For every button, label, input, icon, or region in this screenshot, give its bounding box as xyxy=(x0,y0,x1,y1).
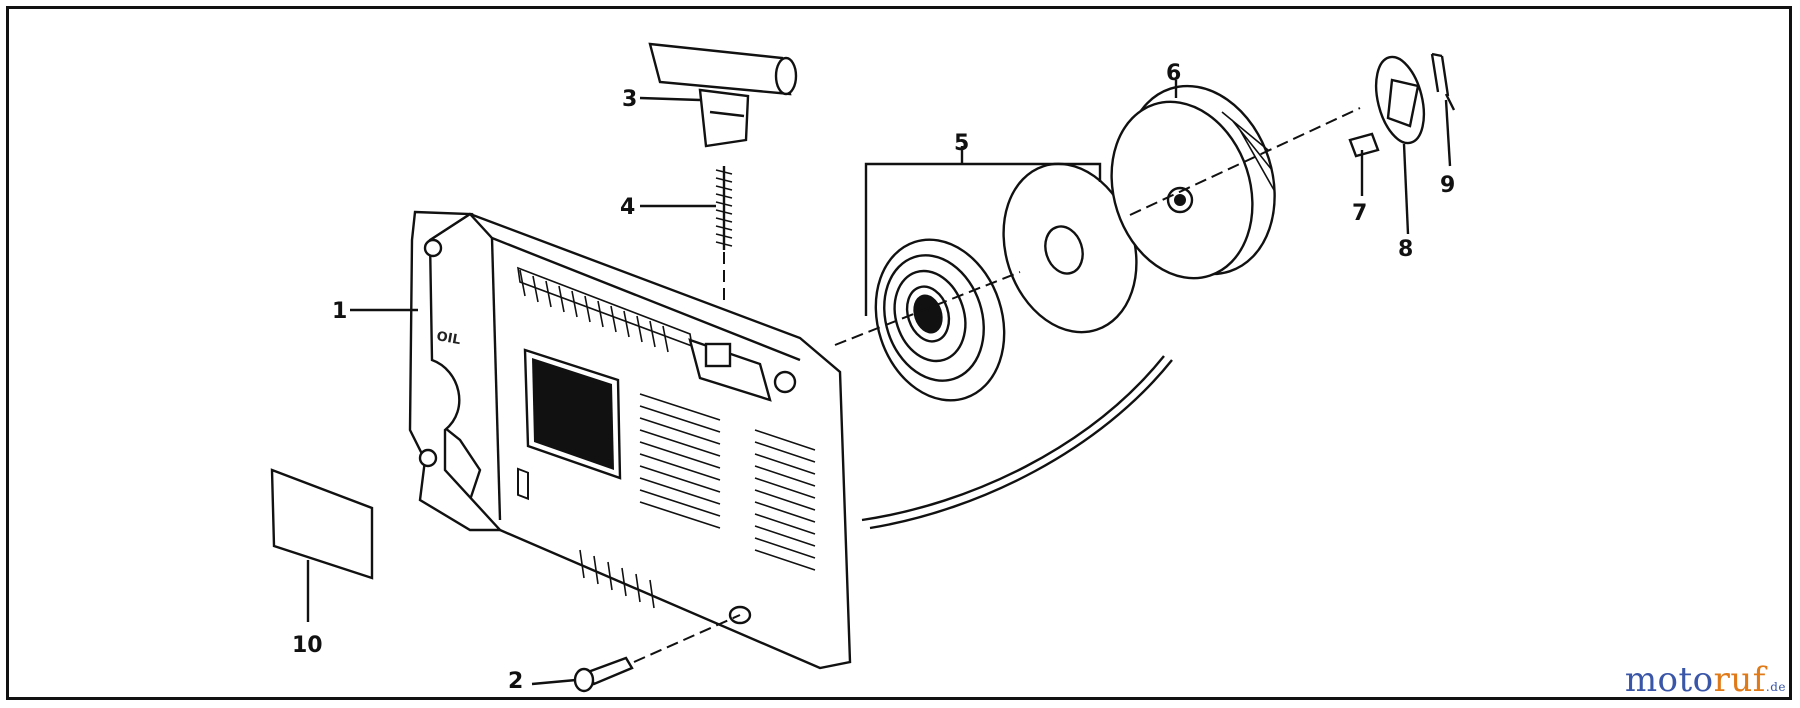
screw xyxy=(573,614,741,693)
leader-lines xyxy=(306,80,1452,686)
callout-1: 1 xyxy=(332,299,347,324)
decal xyxy=(270,468,374,580)
recoil-pulley xyxy=(874,238,1006,402)
watermark-tld: .de xyxy=(1765,680,1786,694)
diagram-frame xyxy=(6,6,1792,700)
assembly-axis xyxy=(834,107,1361,346)
housing-marking: OIL xyxy=(435,329,461,348)
vent-top xyxy=(517,467,529,501)
starter-housing: OIL xyxy=(408,210,852,670)
rope-guide-spring xyxy=(715,166,733,300)
retaining-clip xyxy=(1430,52,1456,111)
watermark-part1: moto xyxy=(1624,660,1714,700)
callout-2: 2 xyxy=(508,669,523,694)
starter-rope xyxy=(869,359,1173,530)
starter-handle xyxy=(648,42,798,148)
callout-4: 4 xyxy=(620,195,635,220)
callout-7: 7 xyxy=(1352,201,1367,226)
callout-10: 10 xyxy=(292,633,323,658)
callout-3: 3 xyxy=(622,87,637,112)
bracket-5 xyxy=(864,162,1102,316)
watermark-part2: ruf xyxy=(1713,660,1766,700)
watermark-logo: motoruf.de xyxy=(1625,660,1786,700)
callout-6: 6 xyxy=(1166,61,1181,86)
pawl xyxy=(1348,132,1380,158)
callout-5: 5 xyxy=(954,131,969,156)
starter-rope-2 xyxy=(861,355,1165,522)
callout-8: 8 xyxy=(1398,237,1413,262)
pawl-carrier xyxy=(1374,55,1426,145)
callout-9: 9 xyxy=(1440,173,1455,198)
